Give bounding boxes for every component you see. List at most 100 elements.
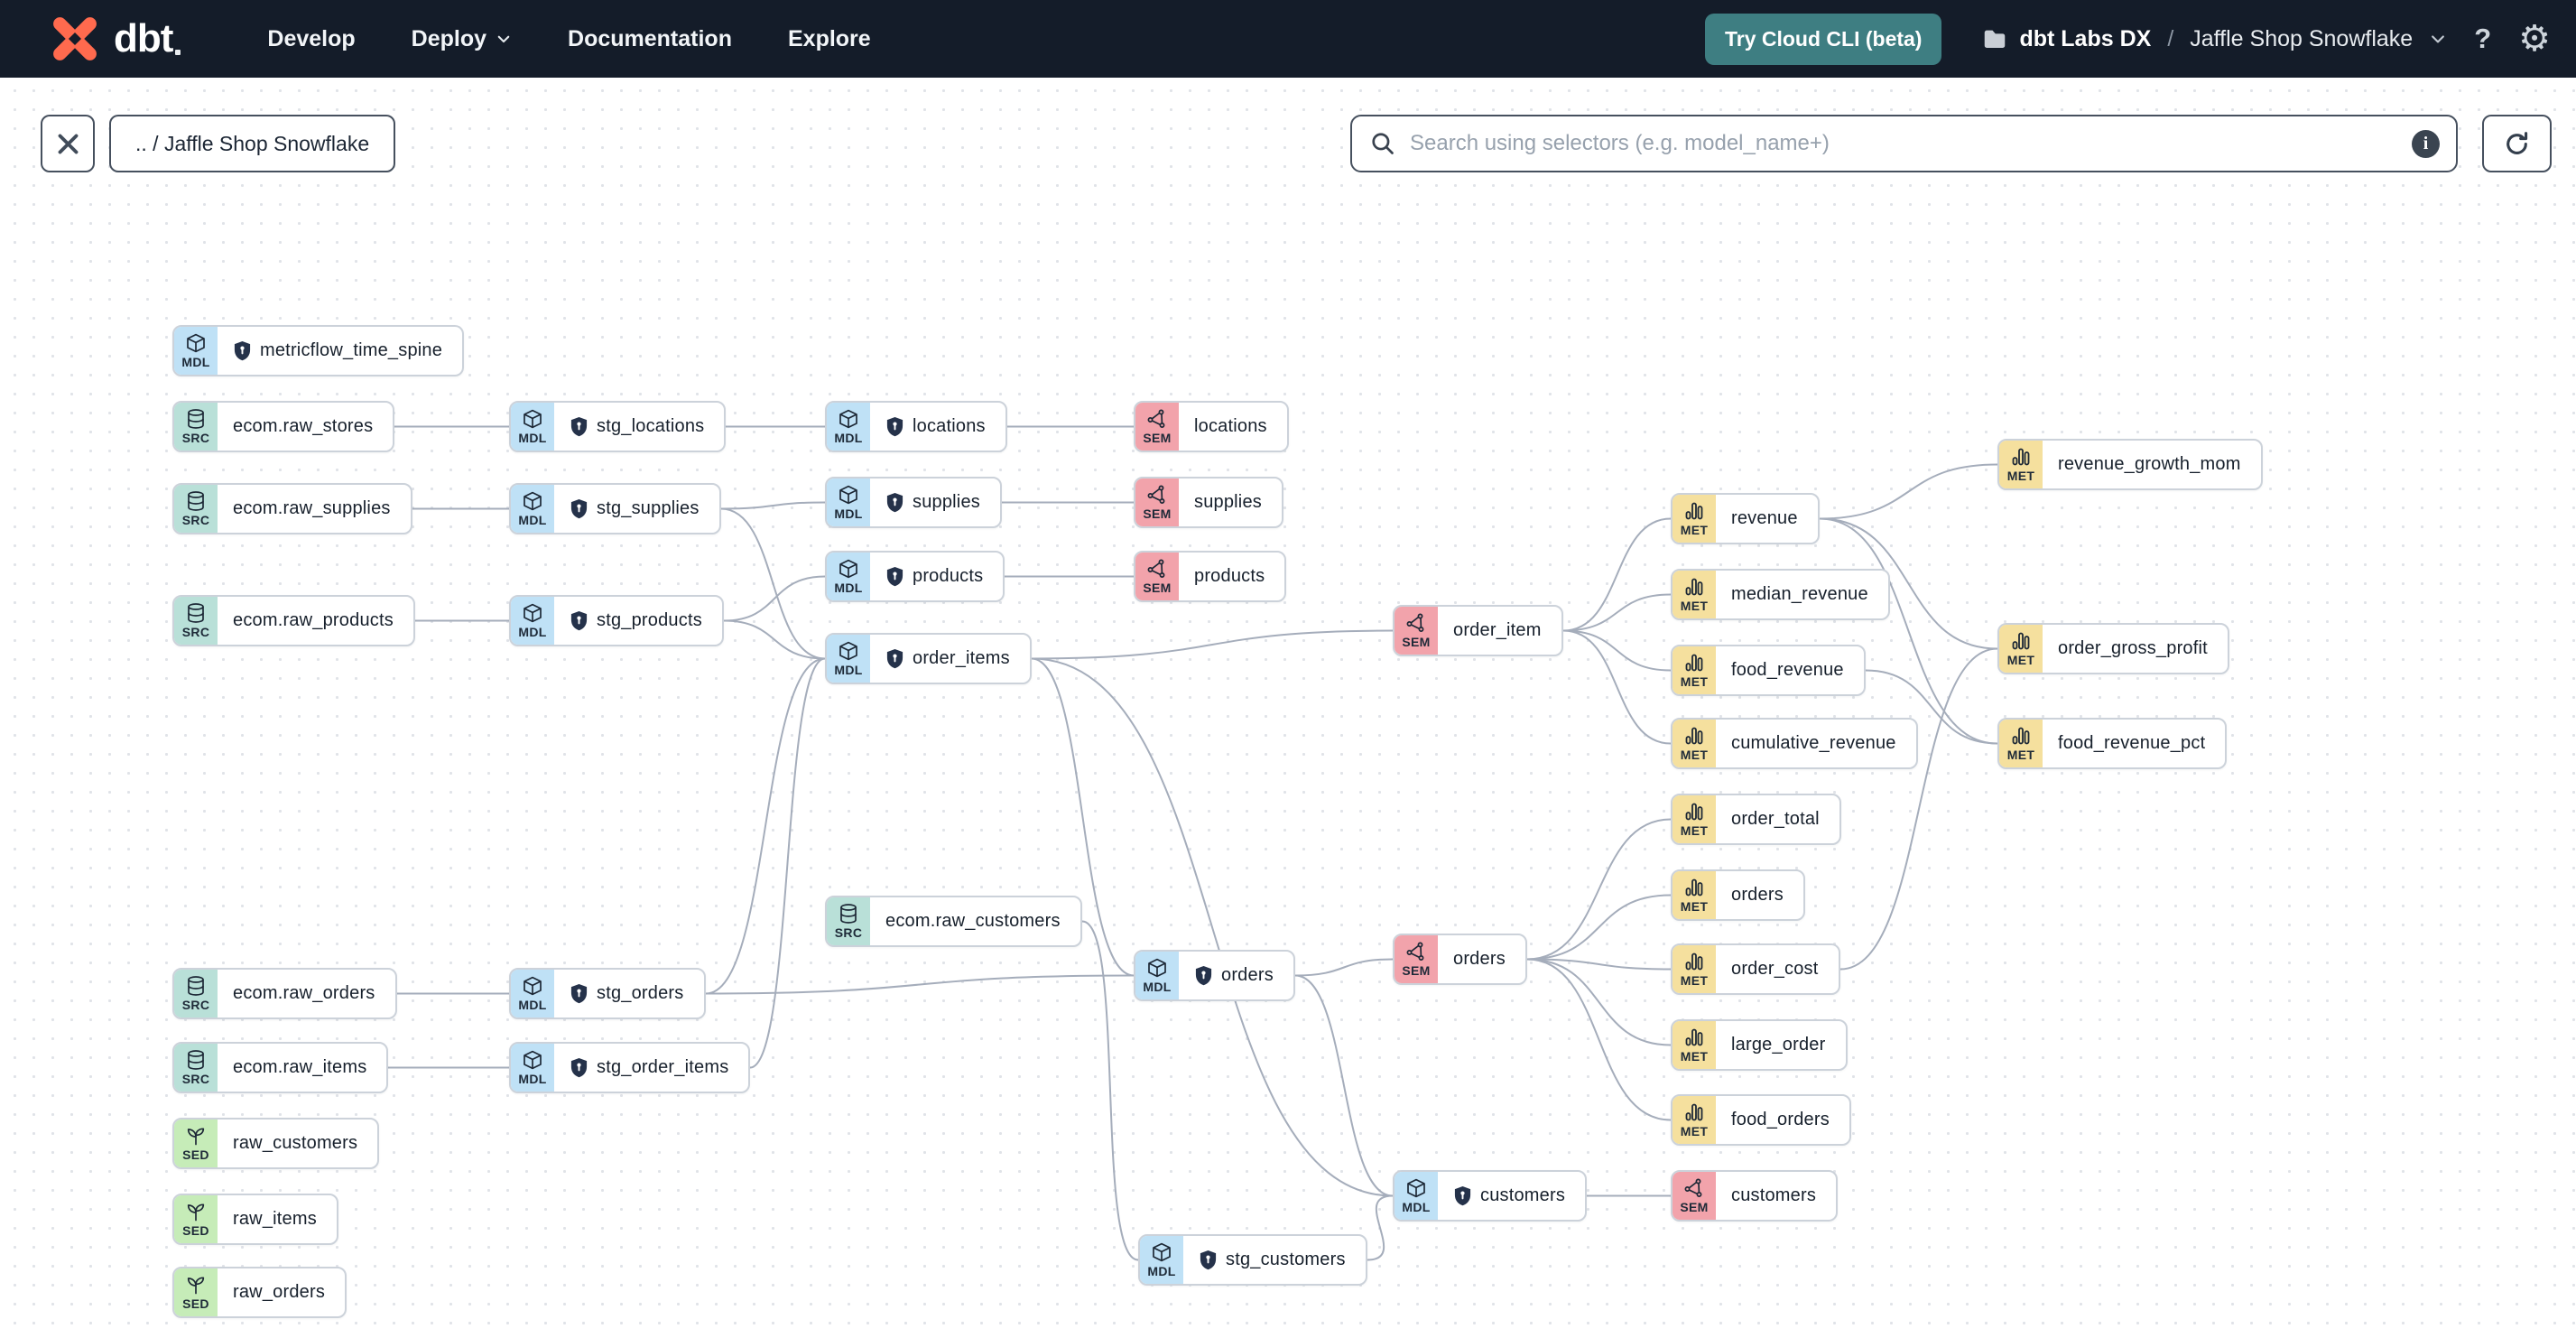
cube-icon	[838, 558, 859, 580]
node-type-label: MET	[1680, 748, 1709, 762]
nav-item-develop[interactable]: Develop	[267, 26, 355, 52]
node-type-label: MDL	[518, 513, 547, 527]
node-body: customers	[1438, 1172, 1585, 1220]
sem-badge: SEM	[1135, 403, 1179, 451]
node-body: raw_orders	[218, 1268, 345, 1316]
nav-item-explore[interactable]: Explore	[788, 26, 871, 52]
close-lineage-button[interactable]	[41, 115, 95, 172]
node-label: locations	[913, 416, 986, 436]
nav-item-deploy[interactable]: Deploy	[412, 26, 512, 52]
try-cloud-cli-button[interactable]: Try Cloud CLI (beta)	[1704, 13, 1942, 65]
mdl-badge: MDL	[511, 970, 554, 1017]
nav-item-label: Deploy	[411, 25, 487, 51]
node-type-label: MDL	[518, 431, 547, 445]
node-label: revenue	[1731, 508, 1798, 528]
node-type-label: MDL	[834, 431, 863, 445]
node-type-label: MET	[1680, 674, 1709, 689]
node-stg_locations[interactable]: MDL stg_locations	[509, 401, 727, 452]
node-body: ecom.raw_stores	[218, 403, 393, 451]
gear-icon[interactable]: ⚙	[2518, 19, 2551, 59]
account-name[interactable]: dbt Labs DX	[2019, 25, 2152, 51]
chart-icon	[2010, 446, 2032, 468]
node-type-label: SEM	[1680, 1200, 1709, 1214]
lineage-breadcrumb[interactable]: .. / Jaffle Shop Snowflake	[109, 115, 396, 172]
sed-badge: SED	[174, 1195, 218, 1243]
brand-text: dbt	[114, 16, 173, 60]
node-body: raw_customers	[218, 1120, 377, 1167]
edge-sem_order_item-to-met_median_revenue	[1562, 593, 1672, 632]
node-type-label: SEM	[1143, 431, 1172, 445]
nav-item-documentation[interactable]: Documentation	[568, 26, 732, 52]
project-breadcrumb[interactable]: dbt Labs DX / Jaffle Shop Snowflake	[1981, 25, 2447, 52]
node-body: ecom.raw_orders	[218, 970, 395, 1017]
node-type-label: SRC	[181, 625, 210, 639]
node-type-label: MDL	[518, 998, 547, 1012]
node-label: stg_locations	[597, 416, 705, 436]
verified-shield-icon	[234, 341, 251, 361]
verified-shield-icon	[1195, 966, 1212, 986]
cube-icon	[1151, 1241, 1172, 1263]
node-type-label: MET	[2006, 469, 2035, 483]
cube-icon	[838, 408, 859, 430]
info-icon[interactable]: i	[2412, 129, 2440, 158]
node-type-label: SRC	[181, 431, 210, 445]
node-body: locations	[870, 403, 1005, 451]
database-icon	[185, 602, 207, 624]
node-locations[interactable]: MDL locations	[825, 401, 1007, 452]
node-label: supplies	[913, 492, 980, 512]
database-icon	[185, 1049, 207, 1071]
edge-met_revenue-to-met_order_gross_profit	[1819, 517, 1998, 650]
node-body: order_item	[1438, 607, 1561, 655]
help-icon[interactable]: ?	[2474, 23, 2492, 54]
project-name[interactable]: Jaffle Shop Snowflake	[2190, 25, 2414, 51]
search-input[interactable]	[1408, 130, 2412, 157]
node-body: ecom.raw_supplies	[218, 485, 411, 533]
refresh-button[interactable]	[2482, 115, 2552, 172]
node-label: order_total	[1731, 809, 1820, 829]
dbt-logo[interactable]: dbt	[49, 13, 181, 65]
sprout-icon	[185, 1201, 207, 1222]
selector-search[interactable]: i	[1350, 115, 2458, 172]
share-icon	[1683, 1177, 1705, 1199]
node-type-label: SRC	[181, 1072, 210, 1086]
node-src_raw_stores[interactable]: SRC ecom.raw_stores	[172, 401, 395, 452]
